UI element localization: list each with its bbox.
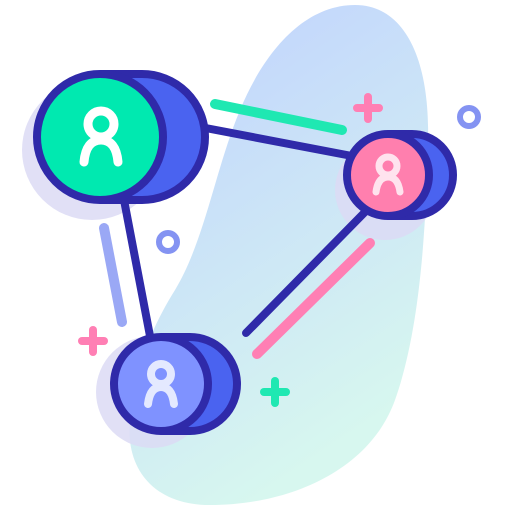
connection-lines — [120, 122, 369, 340]
accent-line-pink — [252, 238, 375, 359]
user-icon — [144, 360, 178, 408]
accent-line-blue — [99, 223, 127, 327]
sparkle-pink-left-icon — [78, 326, 108, 356]
sparkle-pink-top-icon — [353, 93, 383, 123]
node-top-left — [33, 70, 209, 204]
ring-dot-right-icon — [457, 105, 481, 129]
node-bottom — [110, 333, 241, 435]
node-right — [343, 130, 457, 220]
ring-dot-center-icon — [156, 230, 180, 254]
sparkle-mint-icon — [260, 377, 290, 407]
user-icon — [372, 153, 404, 196]
accent-line-mint — [210, 99, 347, 135]
user-icon — [79, 106, 123, 167]
